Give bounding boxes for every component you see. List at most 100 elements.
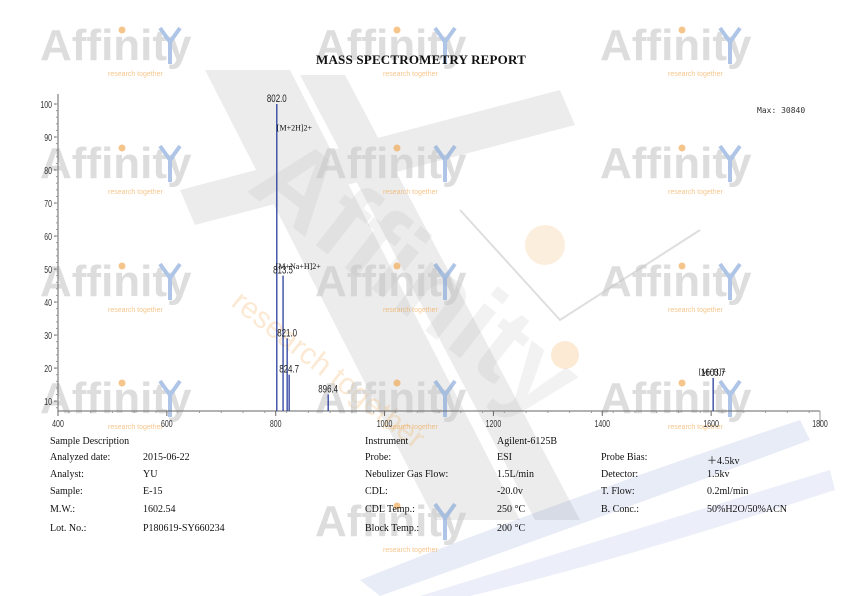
watermark-logo-tagline: research together (108, 307, 164, 314)
analyst-value: YU (143, 469, 158, 480)
watermark-logo-tagline: research together (668, 424, 724, 431)
probe-bias-value: ＋4.5kv (707, 456, 740, 467)
max-intensity-readout: Max: 30840 (757, 106, 806, 115)
instrument-value: Agilent-6125B (497, 436, 557, 447)
lot-number-label: Lot. No.: (50, 523, 87, 534)
watermark-logo-text: Affinity (600, 257, 752, 306)
peak-label: 896.4 (318, 383, 338, 396)
x-tick-label: 1000 (377, 418, 393, 430)
nebulizer-gas-flow-label: Nebulizer Gas Flow: (365, 469, 449, 480)
watermark-logo-dot (678, 262, 686, 270)
analyst-label: Analyst: (50, 469, 84, 480)
peak-label: 824.7 (279, 364, 299, 377)
watermark-logo-dot (118, 144, 126, 152)
watermark-logo-dot (678, 144, 686, 152)
watermark-bands (180, 70, 580, 520)
watermark-logo-tagline: research together (108, 189, 164, 196)
cdl-label: CDL: (365, 486, 388, 497)
t-flow-value: 0.2ml/min (707, 486, 749, 497)
x-tick-label: 400 (52, 418, 64, 430)
watermark-logo-dot (393, 144, 401, 152)
x-tick-label: 600 (161, 418, 173, 430)
antibody-icon (433, 144, 457, 182)
watermark-logo-dot (393, 262, 401, 270)
watermark-logo-dot (678, 26, 686, 34)
watermark-orange-dot (551, 341, 579, 369)
ion-annotation: [M+2H]2+ (277, 123, 313, 132)
antibody-icon (718, 26, 742, 64)
watermark-logo-tagline: research together (383, 547, 439, 554)
x-tick-label: 1400 (595, 418, 611, 430)
watermark-logo-tagline: research together (108, 424, 164, 431)
watermark-logo-tagline: research together (108, 71, 164, 78)
y-tick-label: 100 (40, 99, 52, 111)
watermark-logo-text: Affinity (315, 497, 467, 546)
peak-label: 802.0 (267, 93, 287, 106)
analyzed-date-label: Analyzed date: (50, 452, 111, 463)
x-tick-label: 800 (270, 418, 282, 430)
mw-value: 1602.54 (143, 504, 176, 515)
sample-value: E-15 (143, 486, 163, 497)
watermark-logo-text: Affinity (40, 139, 192, 188)
y-tick-label: 20 (44, 363, 52, 375)
watermark-logo-text: Affinity (600, 21, 752, 70)
y-tick-label: 40 (44, 297, 52, 309)
watermark-logo-tagline: research together (383, 189, 439, 196)
antibody-icon (718, 144, 742, 182)
block-temp-value: 200 °C (497, 523, 526, 534)
watermark-logo-dot (393, 502, 401, 510)
ion-annotation: [M+Na+H]2+ (276, 262, 322, 271)
antibody-icon (158, 26, 182, 64)
b-conc-value: 50%H2O/50%ACN (707, 504, 787, 515)
antibody-icon (718, 379, 742, 417)
peak-label: 1603.7 (701, 367, 725, 380)
mw-label: M.W.: (50, 504, 76, 515)
y-tick-label: 30 (44, 330, 52, 342)
watermark-logo-text: Affinity (315, 257, 467, 306)
y-tick-label: 70 (44, 198, 52, 210)
watermark-logo-text: Affinity (315, 21, 467, 70)
watermark-logo-dot (678, 379, 686, 387)
detector-value: 1.5kv (707, 469, 730, 480)
antibody-icon (158, 379, 182, 417)
cdl-temp-label: CDL Temp.: (365, 504, 415, 515)
antibody-icon (433, 502, 457, 540)
sample-label: Sample: (50, 486, 83, 497)
y-tick-label: 80 (44, 165, 52, 177)
watermark-logo-tagline: research together (383, 307, 439, 314)
antibody-icon (158, 144, 182, 182)
t-flow-label: T. Flow: (601, 486, 635, 497)
watermark-logo-dot (118, 262, 126, 270)
report-title: MASS SPECTROMETRY REPORT (316, 52, 526, 67)
watermark-logo-text: Affinity (40, 257, 192, 306)
lot-number-value: P180619-SY660234 (143, 523, 225, 534)
x-tick-label: 1600 (703, 418, 719, 430)
watermark-logo-tagline: research together (668, 307, 724, 314)
probe-value: ESI (497, 452, 512, 463)
watermark-logo-tagline: research together (383, 424, 439, 431)
antibody-icon (158, 262, 182, 300)
watermark-logo-dot (393, 26, 401, 34)
x-tick-label: 1200 (486, 418, 502, 430)
watermark-logo-text: Affinity (600, 374, 752, 423)
watermark-swoosh (360, 420, 810, 596)
cdl-value: -20.0v (497, 486, 523, 497)
y-tick-label: 10 (44, 396, 52, 408)
peak-label: 813.5 (273, 264, 293, 277)
sample-description-heading: Sample Description (50, 436, 130, 447)
watermark-orange-dot (525, 225, 565, 265)
y-tick-label: 50 (44, 264, 52, 276)
peak-label: 821.0 (277, 327, 297, 340)
watermark-logo-tagline: research together (668, 189, 724, 196)
